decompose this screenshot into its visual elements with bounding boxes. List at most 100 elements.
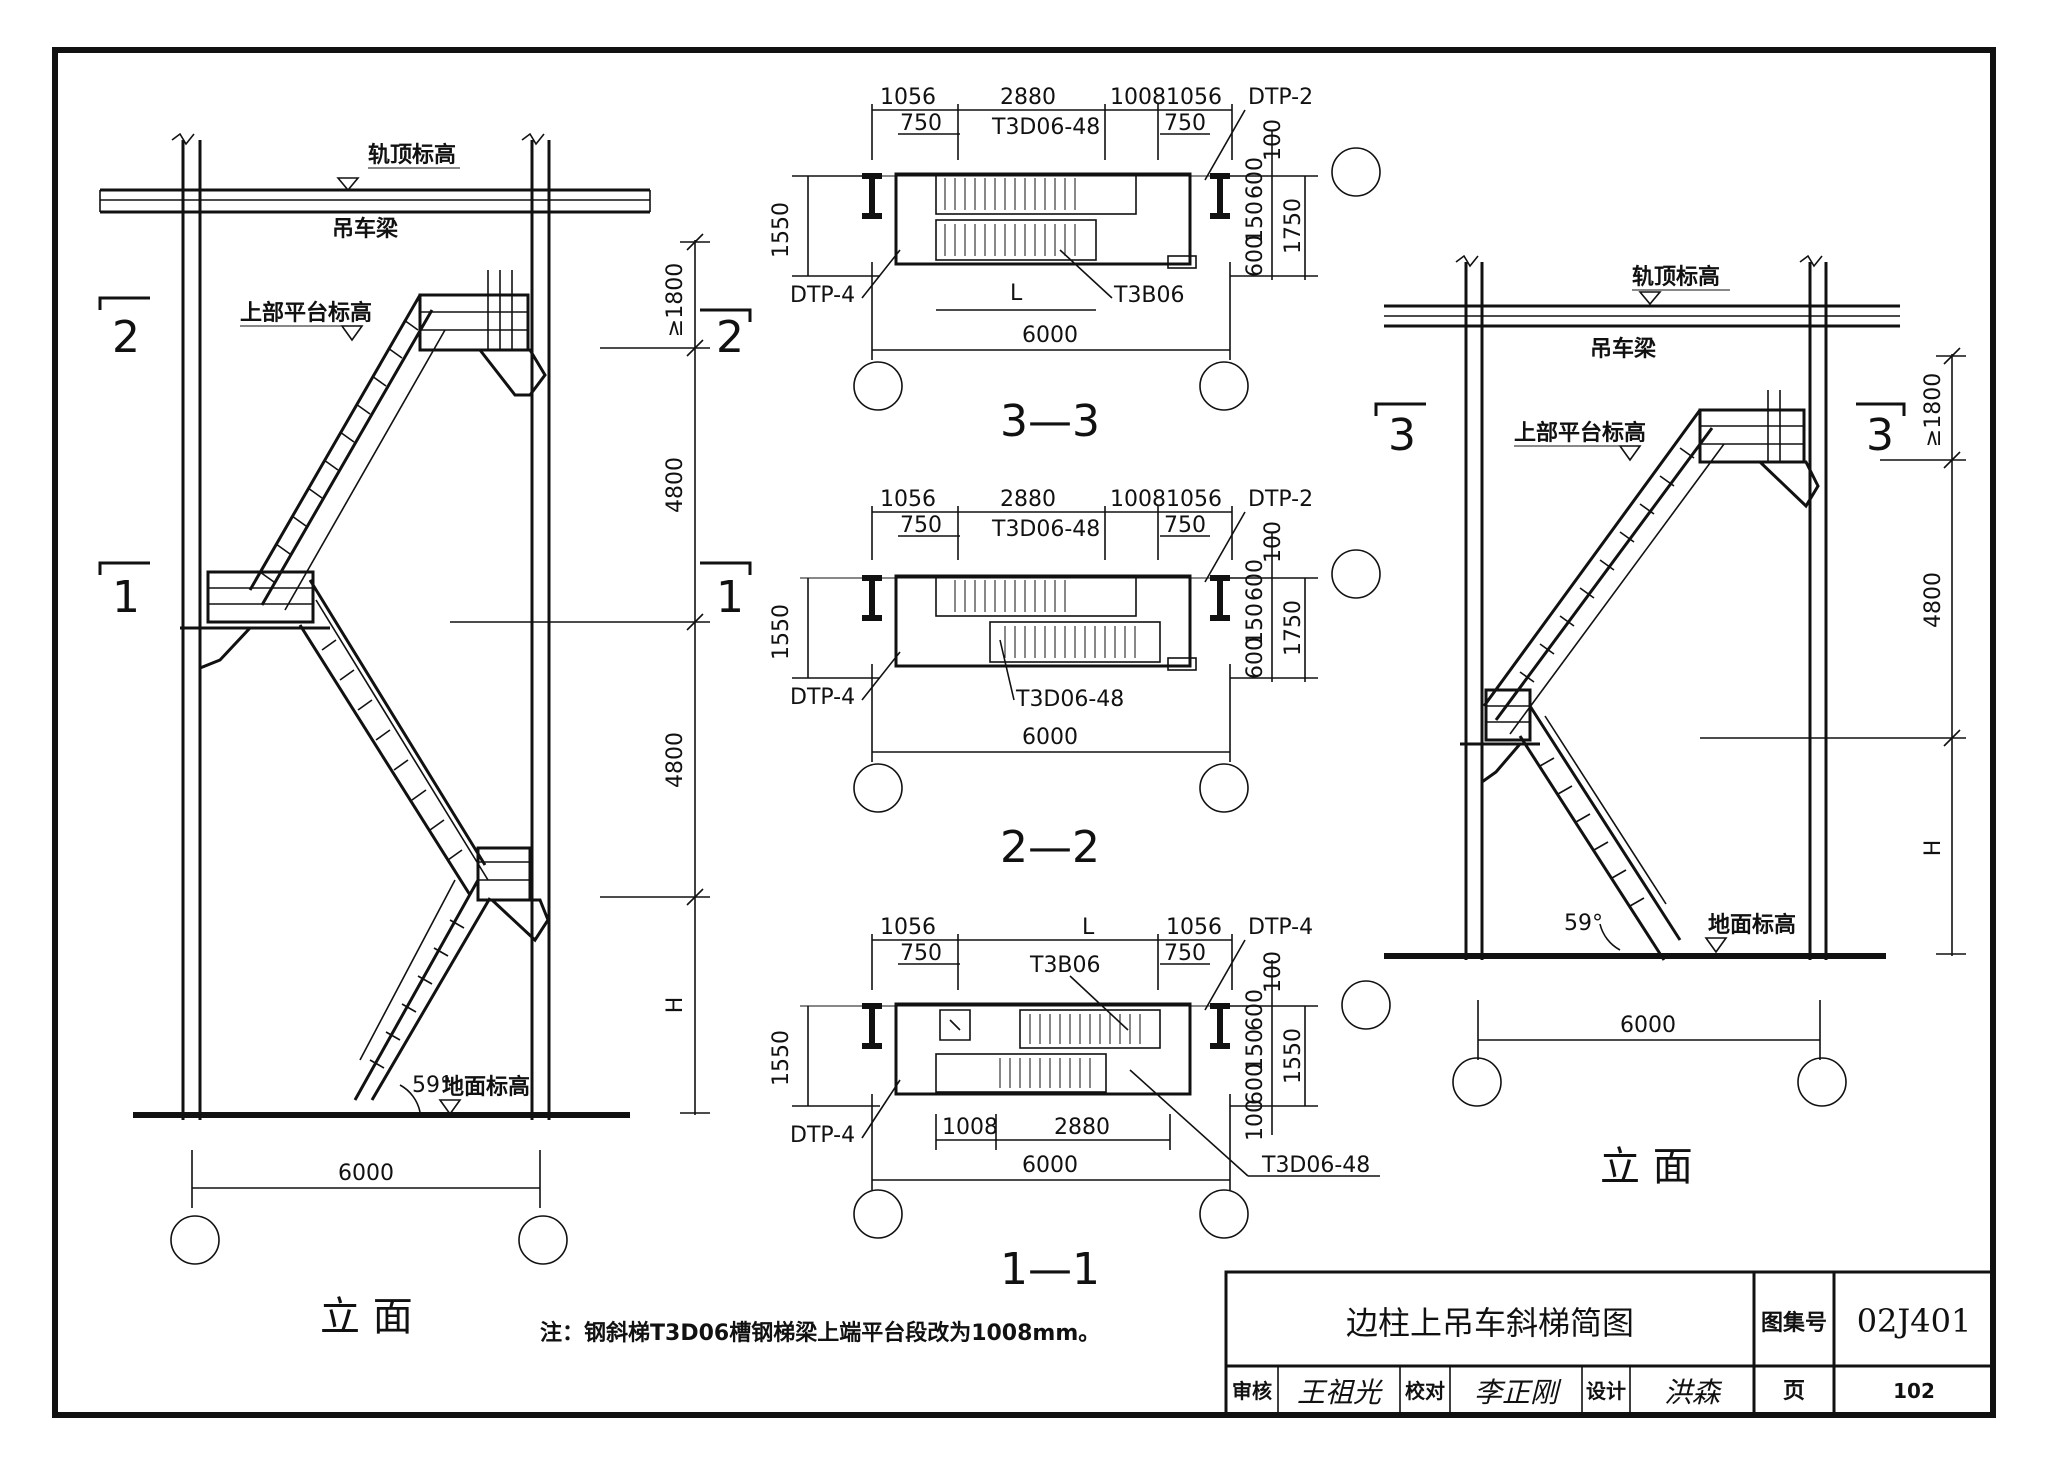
plan-1-1: 1056 L 1056 750 750 T3B06 DTP-4 [769,915,1391,1295]
left-elevation: 轨顶标高 吊车梁 上部平台标高 [98,132,752,1340]
right-elevation-title: 立 面 [1600,1144,1693,1190]
section-mark-2-right: 2 [716,312,744,363]
p22-dim-1056a: 1056 [880,487,936,512]
p11-right-100a: 100 [1261,951,1286,993]
p22-left-1550: 1550 [769,604,794,660]
rail-top-label: 轨顶标高 [368,142,456,168]
section-mark-2-left: 2 [112,312,140,363]
plan-3-3-title: 3—3 [1000,396,1100,447]
p22-label-dtp2: DTP-2 [1248,487,1313,512]
p33-dim-2880: 2880 [1000,85,1056,110]
left-width-dim: 6000 [338,1161,394,1186]
p22-dim-1056b: 1056 [1166,487,1222,512]
left-angle: 59° [412,1073,451,1098]
p11-dim-750a: 750 [900,941,942,966]
design-label: 设计 [1586,1379,1626,1403]
p33-dim-1056b: 1056 [1166,85,1222,110]
upper-platform-label: 上部平台标高 [240,300,372,326]
p22-dim-750b: 750 [1164,513,1206,538]
page-label: 页 [1783,1379,1805,1404]
p11-label-t3d06: T3D06-48 [1261,1153,1370,1178]
p11-right-1550: 1550 [1281,1028,1306,1084]
p11-right-600a: 600 [1243,989,1268,1031]
right-angle: 59° [1564,911,1603,936]
right-dim-4800: 4800 [1921,572,1946,628]
p22-label-stair-lower: T3D06-48 [1015,687,1124,712]
right-dim-h: H [1921,840,1946,857]
p11-dim-1056b: 1056 [1166,915,1222,940]
p22-label-dtp4: DTP-4 [790,685,855,710]
section-mark-1-right: 1 [716,572,744,623]
p33-label-dtp2: DTP-2 [1248,85,1313,110]
p33-label-t3b06: T3B06 [1113,283,1185,308]
p11-dim-1008: 1008 [942,1115,998,1140]
right-elevation: 轨顶标高 吊车梁 上部平台标高 [1374,254,1966,1190]
p22-right-150: 150 [1243,603,1268,645]
p33-left-1550: 1550 [769,202,794,258]
p22-dim-2880: 2880 [1000,487,1056,512]
review-label: 审核 [1232,1379,1272,1403]
plan-2-2-title: 2—2 [1000,822,1100,873]
p22-right-100: 100 [1261,521,1286,563]
p11-right-100b: 100 [1243,1099,1268,1141]
p33-label-stair-upper: T3D06-48 [991,115,1100,140]
right-dim-1800: ≥1800 [1921,373,1946,447]
p22-width: 6000 [1022,725,1078,750]
review-signature: 王祖光 [1297,1376,1383,1409]
p33-dim-1056a: 1056 [880,85,936,110]
plan-1-1-title: 1—1 [1000,1244,1100,1295]
p33-right-100: 100 [1261,119,1286,161]
p33-width: 6000 [1022,323,1078,348]
p33-dim-1008: 1008 [1110,85,1166,110]
right-ground-label: 地面标高 [1708,912,1796,938]
p22-dim-1008: 1008 [1110,487,1166,512]
p33-dim-750b: 750 [1164,111,1206,136]
plan-3-3: 1056 2880 1008 1056 750 750 T3D06-48 DTP… [769,85,1381,447]
p11-dim-750b: 750 [1164,941,1206,966]
check-label: 校对 [1405,1379,1445,1403]
right-crane-beam-label: 吊车梁 [1590,336,1656,362]
p11-dim-l: L [1082,915,1095,940]
p22-label-stair-upper: T3D06-48 [991,517,1100,542]
left-dim-4800a: 4800 [663,457,688,513]
drawing-note: 注：钢斜梯T3D06槽钢梯梁上端平台段改为1008mm。 [540,1320,1100,1346]
p11-right-600b: 600 [1243,1063,1268,1105]
p11-dim-2880: 2880 [1054,1115,1110,1140]
right-width-dim: 6000 [1620,1013,1676,1038]
page-number: 102 [1893,1379,1935,1403]
check-signature: 李正刚 [1474,1376,1562,1409]
p33-right-600b: 600 [1243,235,1268,277]
section-mark-3-left: 3 [1388,410,1416,461]
left-ground-label: 地面标高 [442,1074,530,1100]
p11-right-150: 150 [1243,1029,1268,1071]
p22-dim-750a: 750 [900,513,942,538]
left-dim-1800: ≥1800 [663,263,688,337]
p33-dim-750a: 750 [900,111,942,136]
section-mark-3-right: 3 [1866,410,1894,461]
p11-label-dtp4-left: DTP-4 [790,1123,855,1148]
crane-beam-label: 吊车梁 [332,216,398,242]
p33-right-1750: 1750 [1281,198,1306,254]
p33-dim-l: L [1010,281,1023,306]
design-signature: 洪森 [1664,1376,1723,1409]
section-mark-1-left: 1 [112,572,140,623]
left-elevation-title: 立 面 [320,1294,413,1340]
p11-dim-1056a: 1056 [880,915,936,940]
atlas-label: 图集号 [1761,1310,1827,1336]
title-block: 边柱上吊车斜梯简图 图集号 02J401 审核 王祖光 校对 李正刚 设计 洪森… [1224,1270,1995,1417]
atlas-number: 02J401 [1857,1302,1972,1340]
p33-right-150: 150 [1243,201,1268,243]
p11-left-1550: 1550 [769,1030,794,1086]
plan-2-2: 1056 2880 1008 1056 750 750 T3D06-48 DTP… [769,487,1381,873]
right-rail-top-label: 轨顶标高 [1632,264,1720,290]
left-dim-h: H [663,997,688,1014]
p11-label-dtp4-top: DTP-4 [1248,915,1313,940]
left-dim-4800b: 4800 [663,732,688,788]
drawing-title: 边柱上吊车斜梯简图 [1346,1304,1634,1342]
p22-right-1750: 1750 [1281,600,1306,656]
sheet-border [52,47,1996,1418]
p22-right-600a: 600 [1243,559,1268,601]
p11-width: 6000 [1022,1153,1078,1178]
p33-right-600a: 600 [1243,157,1268,199]
